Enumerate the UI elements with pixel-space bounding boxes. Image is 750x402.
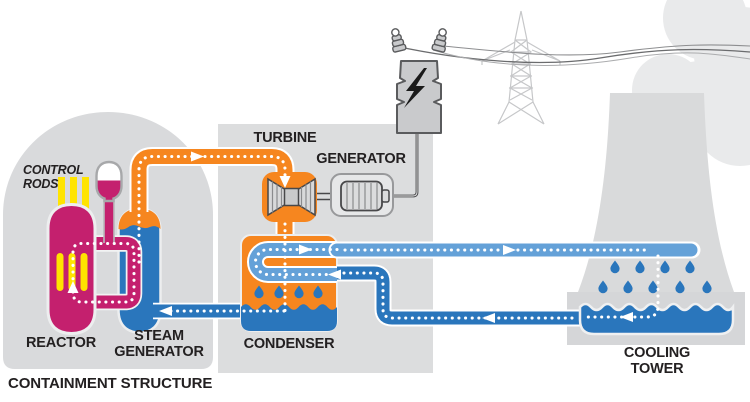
fuel-rods (56, 253, 88, 291)
arrow-left-icon (482, 313, 495, 323)
transmission-tower-icon (481, 10, 561, 125)
control-rods-label: CONTROL RODS (23, 163, 84, 191)
arrow-left-icon (620, 312, 633, 322)
control-rods (58, 177, 89, 210)
condenser-label: CONDENSER (243, 336, 335, 352)
generator-output-wire (389, 134, 419, 198)
pressurizer (95, 160, 123, 243)
reactor-label: REACTOR (25, 335, 97, 351)
arrow-left-icon (159, 306, 172, 316)
primary-loop-dots (71, 241, 136, 304)
flow-arrow-icons (67, 151, 633, 323)
steam-generator-label: STEAM GENERATOR (114, 328, 204, 360)
basin-dots (583, 254, 660, 319)
arrow-down-icon (279, 176, 291, 188)
cool-pipe-dots (339, 271, 574, 320)
arrow-right-icon (191, 151, 204, 162)
transformer-body (396, 60, 442, 134)
power-lines (394, 44, 750, 66)
generator-label: GENERATOR (316, 151, 406, 167)
arrow-up-icon (67, 281, 79, 293)
arrow-right-icon (503, 245, 516, 255)
generator-unit (330, 173, 394, 217)
transformer (391, 28, 447, 134)
condenser-loop-dots (253, 247, 339, 277)
arrow-left-icon (328, 269, 341, 280)
cooling-tower-basin (578, 260, 735, 336)
cooling-tower-label: COOLING TOWER (623, 345, 691, 377)
turbine-blades-icon (267, 177, 316, 217)
generator-cylinder-icon (340, 180, 390, 212)
turbine-unit (262, 172, 317, 222)
steam-dots-1 (137, 154, 287, 264)
arrow-right-icon (299, 244, 312, 255)
insulator-bushing-icon (391, 28, 407, 53)
insulator-bushing-icon (431, 28, 447, 53)
flow-dotted-lines (71, 154, 660, 320)
containment-structure-label: CONTAINMENT STRUCTURE (8, 375, 213, 392)
lightning-bolt-icon (404, 68, 427, 108)
turbine-label: TURBINE (253, 130, 317, 146)
